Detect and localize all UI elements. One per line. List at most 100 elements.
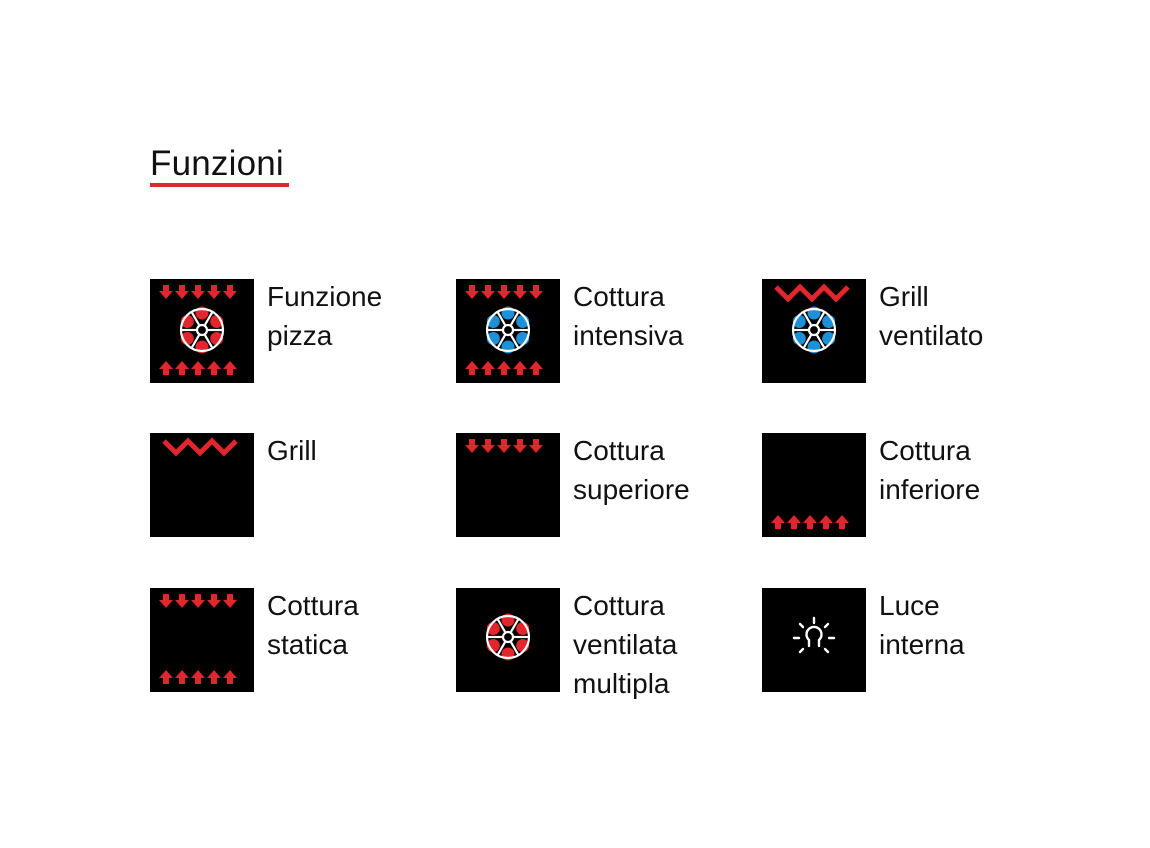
function-label-line: Cottura xyxy=(573,435,665,466)
fan-spoke-icon xyxy=(802,334,812,349)
function-label-line: superiore xyxy=(573,474,690,505)
fan-spoke-icon xyxy=(510,311,520,326)
fan-spoke-icon xyxy=(510,334,520,349)
function-item: Luce interna xyxy=(762,588,1062,708)
heat-arrow-up-icon xyxy=(835,515,849,529)
fan-spoke-icon xyxy=(510,618,520,633)
heat-arrow-down-icon xyxy=(191,285,205,299)
heat-arrow-down-icon xyxy=(465,439,479,453)
heat-arrow-up-icon xyxy=(819,515,833,529)
function-item: Cottura inferiore xyxy=(762,433,1062,553)
fan-spoke-icon xyxy=(190,334,200,349)
fan-hub-icon xyxy=(195,323,209,337)
bottom-heat-icon xyxy=(762,433,866,537)
heat-arrow-up-icon xyxy=(529,361,543,375)
function-label-line: Grill xyxy=(267,435,317,466)
function-label-line: ventilata xyxy=(573,629,678,660)
function-label-line: multipla xyxy=(573,668,670,699)
heat-arrow-down-icon xyxy=(481,285,495,299)
function-item: Grill xyxy=(150,433,450,553)
heat-arrow-down-icon xyxy=(159,285,173,299)
heat-arrow-up-icon xyxy=(159,670,173,684)
function-item: Grill ventilato xyxy=(762,279,1062,399)
pizza-function-icon xyxy=(150,279,254,383)
function-label-line: Grill xyxy=(879,281,929,312)
fan-hub-icon xyxy=(501,323,515,337)
multi-fan-cooking-icon xyxy=(456,588,560,692)
fan-spoke-icon xyxy=(510,641,520,656)
heat-arrow-up-icon xyxy=(207,361,221,375)
heat-arrow-down-icon xyxy=(529,285,543,299)
function-label-line: pizza xyxy=(267,320,333,351)
function-item: Cottura ventilata multipla xyxy=(456,588,756,708)
fan-spoke-icon xyxy=(496,334,506,349)
fan-spoke-icon xyxy=(496,641,506,656)
function-label: Cottura superiore xyxy=(573,431,763,509)
function-label: Grill xyxy=(267,431,457,470)
heat-arrow-down-icon xyxy=(223,594,237,608)
top-heat-icon xyxy=(456,433,560,537)
heat-arrow-down-icon xyxy=(529,439,543,453)
heat-arrow-down-icon xyxy=(159,594,173,608)
heat-arrow-up-icon xyxy=(191,670,205,684)
heat-arrow-up-icon xyxy=(803,515,817,529)
function-label: Funzione pizza xyxy=(267,277,457,355)
function-label: Cottura intensiva xyxy=(573,277,763,355)
function-label: Cottura ventilata multipla xyxy=(573,586,763,703)
fan-grill-icon xyxy=(762,279,866,383)
heat-arrow-down-icon xyxy=(513,285,527,299)
fan-hub-icon xyxy=(807,323,821,337)
heat-arrow-down-icon xyxy=(207,594,221,608)
static-cooking-icon xyxy=(150,588,254,692)
function-label: Cottura inferiore xyxy=(879,431,1069,509)
heat-arrow-down-icon xyxy=(481,439,495,453)
function-item: Cottura superiore xyxy=(456,433,756,553)
heat-arrow-up-icon xyxy=(513,361,527,375)
heat-arrow-down-icon xyxy=(175,285,189,299)
function-label-line: Luce xyxy=(879,590,940,621)
heat-arrow-up-icon xyxy=(481,361,495,375)
heat-arrow-down-icon xyxy=(465,285,479,299)
heat-arrow-up-icon xyxy=(175,361,189,375)
function-label-line: intensiva xyxy=(573,320,684,351)
function-label: Luce interna xyxy=(879,586,1069,664)
heat-arrow-up-icon xyxy=(223,361,237,375)
function-label-line: interna xyxy=(879,629,965,660)
heat-arrow-up-icon xyxy=(771,515,785,529)
function-label-line: inferiore xyxy=(879,474,981,505)
heat-arrow-down-icon xyxy=(207,285,221,299)
heat-arrow-down-icon xyxy=(497,285,511,299)
heat-arrow-up-icon xyxy=(175,670,189,684)
function-label: Grill ventilato xyxy=(879,277,1069,355)
function-label-line: ventilato xyxy=(879,320,984,351)
oven-light-icon xyxy=(762,588,866,692)
function-label: Cottura statica xyxy=(267,586,457,664)
fan-spoke-icon xyxy=(816,311,826,326)
function-label-line: Cottura xyxy=(573,281,665,312)
fan-hub-icon xyxy=(501,630,515,644)
function-label-line: Cottura xyxy=(573,590,665,621)
fan-spoke-icon xyxy=(204,311,214,326)
page-title: Funzioni xyxy=(150,144,284,183)
fan-spoke-icon xyxy=(204,334,214,349)
heat-arrow-up-icon xyxy=(497,361,511,375)
fan-spoke-icon xyxy=(190,311,200,326)
heat-arrow-down-icon xyxy=(497,439,511,453)
function-item: Funzione pizza xyxy=(150,279,450,399)
fan-spoke-icon xyxy=(816,334,826,349)
heat-arrow-up-icon xyxy=(223,670,237,684)
heat-arrow-down-icon xyxy=(191,594,205,608)
function-item: Cottura intensiva xyxy=(456,279,756,399)
grill-icon xyxy=(150,433,254,537)
title-underline xyxy=(150,183,289,187)
heat-arrow-up-icon xyxy=(787,515,801,529)
function-label-line: statica xyxy=(267,629,348,660)
heat-arrow-up-icon xyxy=(465,361,479,375)
heat-arrow-up-icon xyxy=(191,361,205,375)
function-label-line: Cottura xyxy=(879,435,971,466)
function-label-line: Funzione xyxy=(267,281,383,312)
heat-arrow-up-icon xyxy=(159,361,173,375)
fan-spoke-icon xyxy=(496,311,506,326)
heat-arrow-down-icon xyxy=(175,594,189,608)
heat-arrow-up-icon xyxy=(207,670,221,684)
